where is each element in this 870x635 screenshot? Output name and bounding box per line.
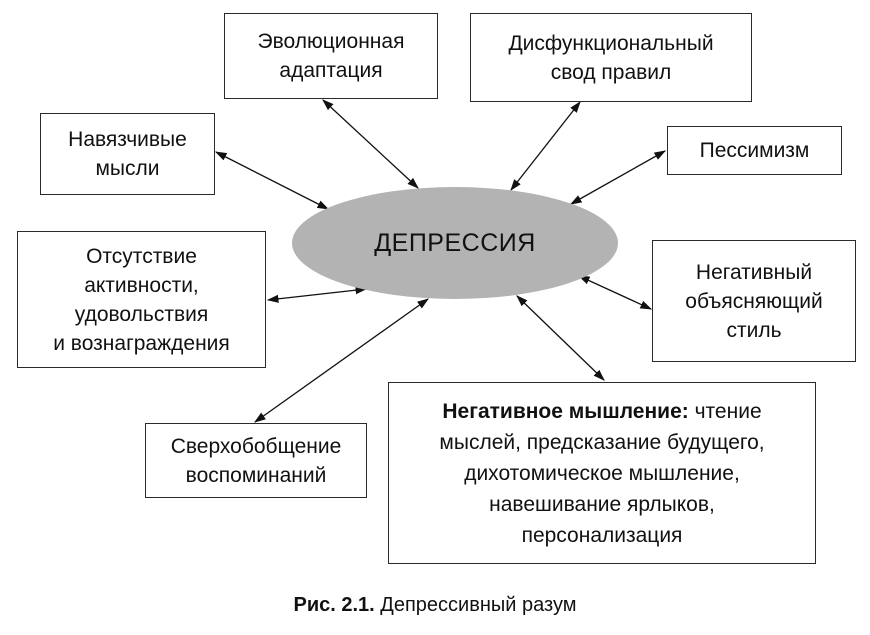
negative-thinking-line-3: дихотомическое мышление, [464,461,740,485]
arrow-evolution [322,99,419,189]
arrow-overgeneralization [254,298,429,423]
obsessive-thoughts-box: Навязчивые мысли [40,113,215,195]
pessimism-line-1: Пессимизм [699,139,810,162]
lack-of-activity-box: Отсутствие активности, удовольствия и во… [17,231,266,368]
pessimism-box: Пессимизм [667,126,842,175]
negative-thinking-heading: Негативное мышление: [442,399,689,423]
arrow-obsessive-thoughts [214,151,330,210]
negative-thinking-box: Негативное мышление: чтение мыслей, пред… [388,382,816,564]
arrow-dysfunctional-rules [510,101,581,191]
overgeneralization-box: Сверхобобщение воспоминаний [145,423,367,498]
arrow-lack-of-activity [266,286,368,303]
overgeneralization-line-2: воспоминаний [185,463,327,487]
negative-style-line-1: Негативный [695,260,813,284]
lack-of-activity-line-2: активности, [84,273,199,297]
evolution-line-1: Эволюционная [257,30,405,53]
evolution-box: Эволюционная адаптация [224,13,438,99]
negative-style-line-2: объясняющий [685,289,823,313]
figure-caption-label: Рис. 2.1. [293,594,375,616]
depression-label: ДЕПРЕССИЯ [374,228,536,257]
negative-thinking-line-1: Негативное мышление: чтение [442,396,761,427]
obsessive-thoughts-line-2: мысли [95,157,160,180]
dysfunctional-rules-line-2: свод правил [550,60,672,84]
arrow-negative-style [577,275,653,310]
lack-of-activity-line-4: и вознаграждения [53,331,230,355]
dysfunctional-rules-box: Дисфункциональный свод правил [470,13,752,102]
arrow-pessimism [569,150,667,205]
arrow-negative-thinking [516,295,605,381]
negative-thinking-text-1: чтение [694,399,762,423]
negative-thinking-line-4: навешивание ярлыков, [489,492,715,516]
lack-of-activity-line-3: удовольствия [74,302,209,326]
figure-caption-text: Депрессивный разум [380,594,577,616]
negative-thinking-line-2: мыслей, предсказание будущего, [439,430,765,454]
figure-caption: Рис. 2.1. Депрессивный разум [0,594,870,617]
dysfunctional-rules-line-1: Дисфункциональный [508,31,714,55]
lack-of-activity-line-1: Отсутствие [86,244,197,268]
depression-node: ДЕПРЕССИЯ [292,187,618,299]
negative-style-line-3: стиль [726,318,782,342]
negative-thinking-line-5: персонализация [521,523,683,547]
negative-style-box: Негативный объясняющий стиль [652,240,856,362]
evolution-line-2: адаптация [279,59,383,82]
obsessive-thoughts-line-1: Навязчивые [68,128,187,151]
overgeneralization-line-1: Сверхобобщение [170,434,342,458]
